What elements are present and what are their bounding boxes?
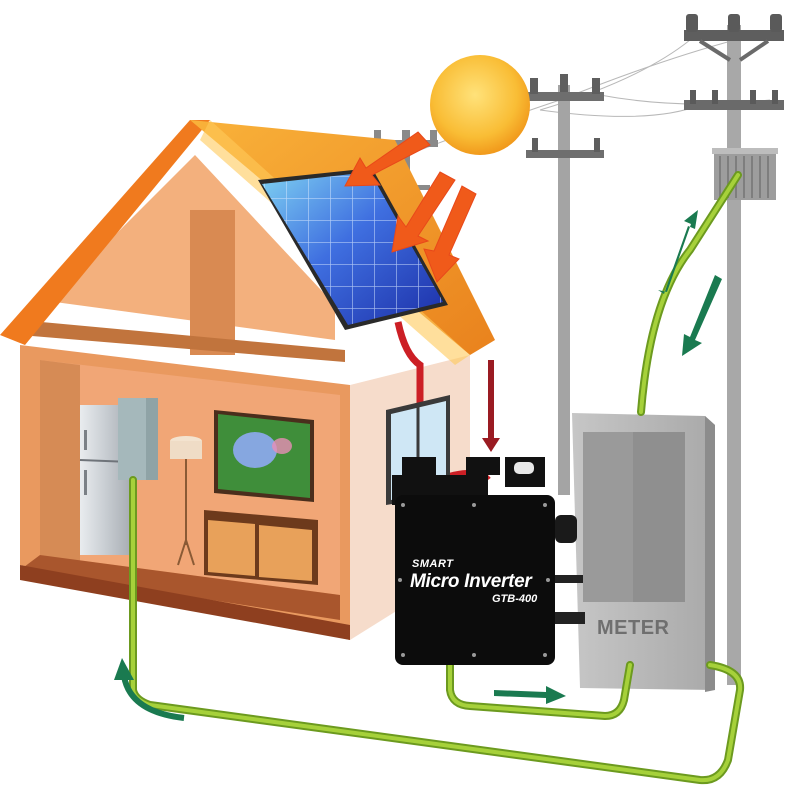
dc-down-arrow [482, 360, 500, 452]
distribution-box [118, 398, 158, 480]
inverter-name-text: Micro Inverter [410, 571, 532, 592]
sun [430, 55, 530, 155]
arrow-down-from-grid [682, 275, 722, 356]
inverter-brand-text: SMART [412, 558, 454, 570]
transformer [712, 148, 778, 200]
floor-lamp [170, 436, 202, 566]
micro-inverter [392, 457, 585, 665]
cabinet [204, 510, 318, 585]
inverter-model-text: GTB-400 [492, 593, 538, 605]
meter [572, 413, 715, 692]
arrow-up-to-house [121, 675, 185, 721]
dc-cable [394, 321, 424, 465]
utility-pole-middle [526, 74, 604, 495]
arrow-right-to-meter [494, 686, 566, 704]
arrow-up-to-grid [658, 210, 698, 294]
tv [214, 410, 314, 502]
inverter-connectors [555, 515, 585, 624]
flow-arrows [114, 210, 722, 721]
sunlight-arrows [344, 131, 477, 283]
solar-panel [258, 168, 448, 330]
meter-label: METER [597, 617, 670, 639]
